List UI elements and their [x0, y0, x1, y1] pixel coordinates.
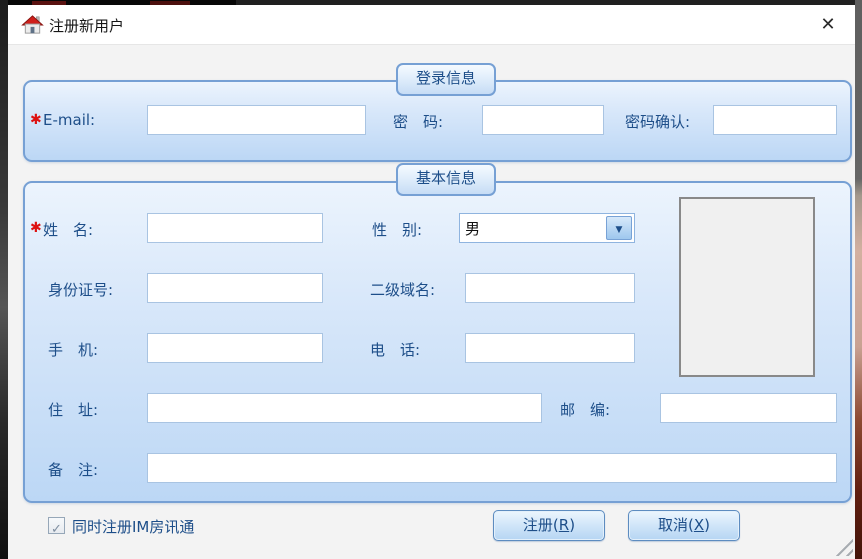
phone-input[interactable] — [465, 333, 635, 363]
address-label: 住 址: — [48, 401, 99, 419]
background-window-edge — [8, 0, 236, 5]
register-button-text: 注册( — [522, 516, 559, 534]
note-label: 备 注: — [48, 461, 99, 479]
required-marker-email: ✱ — [30, 112, 42, 128]
gender-select[interactable]: 男 ▼ — [459, 213, 635, 243]
register-dialog: 注册新用户 ✕ 登录信息 ✱ E-mail: 密 码: 密码确认: 基本信息 ✱… — [8, 5, 855, 559]
name-label: 姓 名: — [43, 221, 94, 239]
address-input[interactable] — [147, 393, 542, 423]
register-button[interactable]: 注册(R) — [493, 510, 605, 541]
mobile-label: 手 机: — [48, 341, 99, 359]
phone-label: 电 话: — [370, 341, 421, 359]
zip-label: 邮 编: — [560, 401, 611, 419]
cancel-button[interactable]: 取消(X) — [628, 510, 740, 541]
resize-grip-icon[interactable] — [831, 534, 853, 556]
chevron-down-icon: ▼ — [615, 225, 623, 235]
id-number-input[interactable] — [147, 273, 323, 303]
password-label: 密 码: — [393, 113, 444, 131]
id-number-label: 身份证号: — [48, 281, 114, 299]
subdomain-input[interactable] — [465, 273, 635, 303]
note-input[interactable] — [147, 453, 837, 483]
zip-input[interactable] — [660, 393, 837, 423]
checkbox-check-icon: ✓ — [51, 522, 62, 537]
title-bar: 注册新用户 ✕ — [8, 5, 855, 45]
background-window-detail — [150, 1, 190, 5]
close-icon[interactable]: ✕ — [820, 14, 836, 35]
register-im-checkbox[interactable]: ✓ — [48, 517, 65, 537]
required-marker-name: ✱ — [30, 220, 42, 236]
background-window-detail — [32, 1, 66, 5]
cancel-button-text: 取消( — [658, 516, 694, 534]
desktop-edge-right — [855, 0, 862, 559]
password-input[interactable] — [482, 105, 604, 135]
register-im-checkbox-label: 同时注册IM房讯通 — [72, 518, 195, 536]
password-confirm-input[interactable] — [713, 105, 837, 135]
basic-info-group-title: 基本信息 — [396, 163, 496, 196]
gender-label: 性 别: — [372, 221, 423, 239]
subdomain-label: 二级域名: — [370, 281, 436, 299]
name-input[interactable] — [147, 213, 323, 243]
password-confirm-label: 密码确认: — [625, 113, 691, 131]
register-button-text-end: ) — [569, 516, 576, 534]
email-label: E-mail: — [43, 111, 96, 129]
desktop-edge-left — [0, 0, 8, 559]
login-info-group-title: 登录信息 — [396, 63, 496, 96]
cancel-button-text-end: ) — [704, 516, 710, 534]
cancel-button-mnemonic: X — [693, 516, 705, 534]
house-icon — [21, 13, 44, 36]
dropdown-button[interactable]: ▼ — [606, 216, 632, 240]
mobile-input[interactable] — [147, 333, 323, 363]
gender-selected-value: 男 — [465, 220, 481, 238]
email-input[interactable] — [147, 105, 366, 135]
window-title: 注册新用户 — [49, 17, 125, 35]
register-button-mnemonic: R — [558, 516, 570, 534]
photo-placeholder[interactable] — [679, 197, 815, 377]
